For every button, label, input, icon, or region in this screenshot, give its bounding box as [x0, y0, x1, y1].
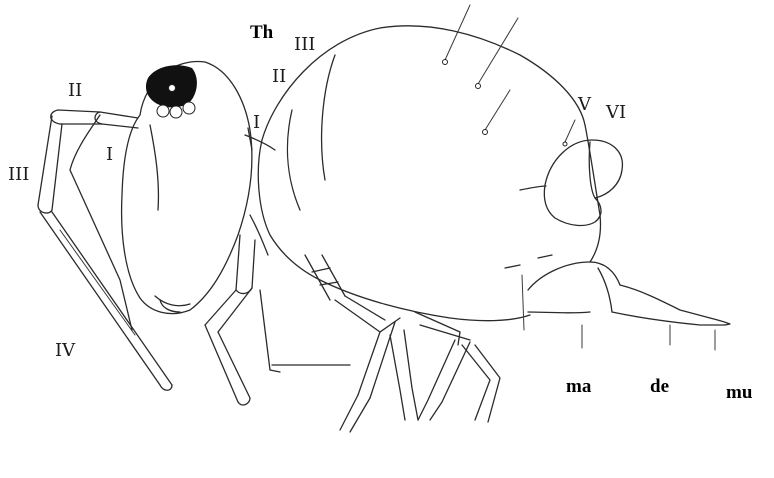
label-antenna-ii: II	[68, 80, 82, 101]
label-th: Th	[250, 22, 274, 43]
label-mu: mu	[726, 382, 753, 403]
label-antenna-iv: IV	[55, 340, 76, 361]
labels: Th III II I II I III IV V VI ma de mu	[8, 22, 753, 403]
label-thoracic-i: I	[253, 112, 260, 133]
leg-3	[415, 312, 500, 422]
furca	[522, 262, 730, 350]
label-abdominal-v: V	[577, 94, 592, 115]
label-thoracic-ii: II	[272, 66, 286, 87]
label-antenna-i: I	[106, 144, 113, 165]
label-abdominal-vi: VI	[605, 102, 626, 123]
head	[122, 62, 252, 314]
label-ma: ma	[566, 376, 592, 397]
label-de: de	[650, 376, 669, 397]
label-antenna-iii: III	[8, 164, 29, 185]
label-thoracic-iii: III	[294, 34, 315, 55]
